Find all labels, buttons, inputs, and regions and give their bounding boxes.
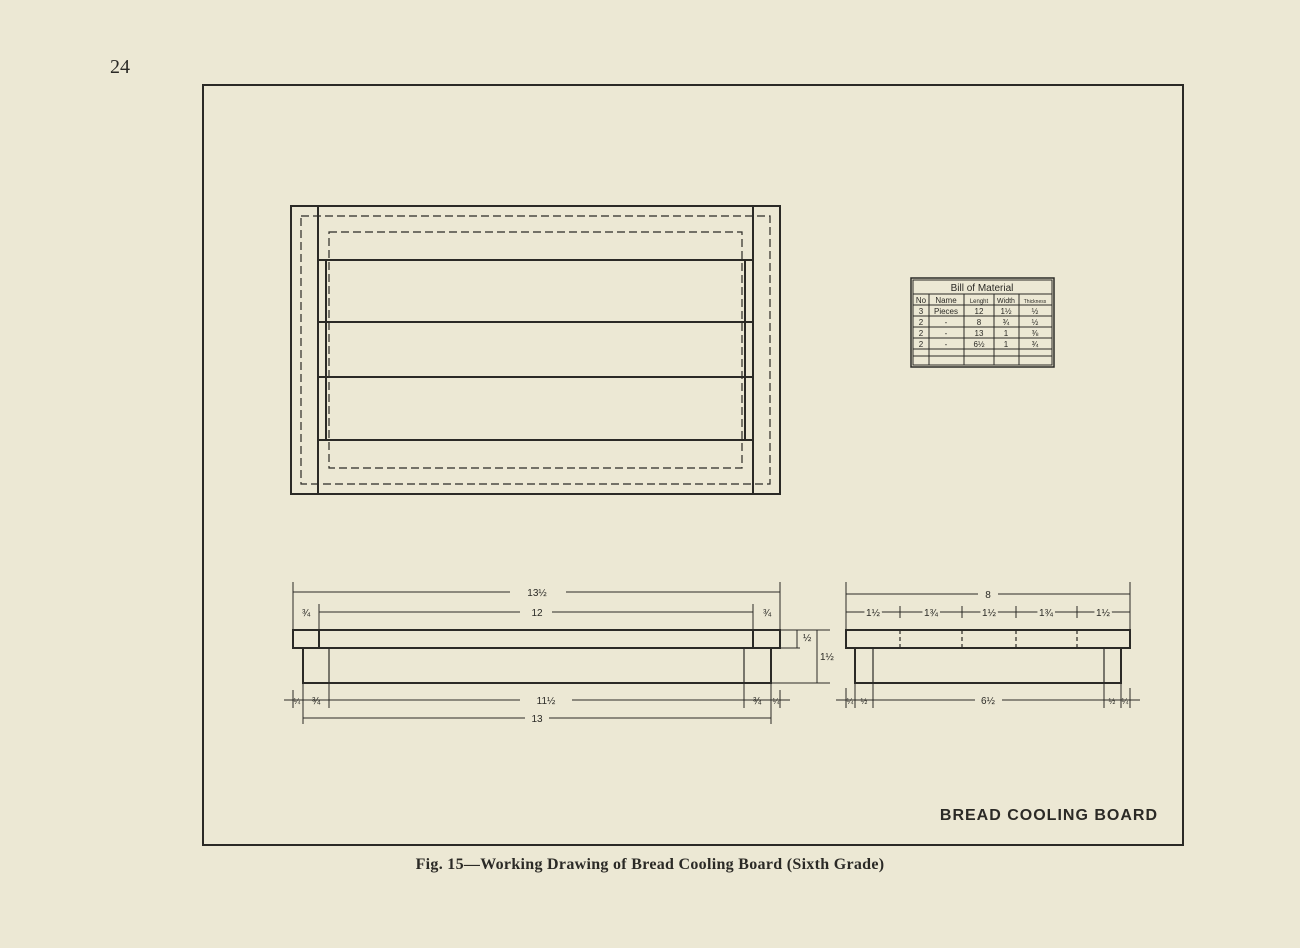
bom-title: Bill of Material xyxy=(951,283,1014,294)
bom-cell: ¾ xyxy=(1032,340,1039,349)
bom-cell: 3 xyxy=(919,307,924,316)
dim-side-seg-4: 1¾ xyxy=(1039,608,1054,619)
bom-cell: ½ xyxy=(1032,318,1039,327)
dim-side-seg-1: 1½ xyxy=(866,608,881,619)
dim-side-overall: 8 xyxy=(985,590,991,601)
bom-cell: 6½ xyxy=(973,340,984,349)
dim-front-bottom-left-quarter: ¼ xyxy=(294,697,301,706)
dim-side-seg-2: 1¾ xyxy=(924,608,939,619)
dim-side-seg-3: 1½ xyxy=(982,608,997,619)
dim-front-bottom-left: ¾ xyxy=(312,696,321,707)
bom-cell: 2 xyxy=(919,329,924,338)
bom-row: 2 - 13 1 ⅜ xyxy=(919,329,1039,338)
bom-cell: 1 xyxy=(1004,340,1009,349)
bom-header-width: Width xyxy=(997,298,1015,305)
dim-side-bottom-mid: 6½ xyxy=(981,696,996,707)
bom-row: 2 - 6½ 1 ¾ xyxy=(919,340,1039,349)
side-view xyxy=(845,629,1131,684)
bom-cell: ⅜ xyxy=(1032,329,1039,338)
plan-view xyxy=(290,205,781,495)
dim-front-bottom-right-quarter: ¼ xyxy=(773,697,780,706)
dim-front-height-total: 1½ xyxy=(820,652,835,663)
dim-front-end-left: ¾ xyxy=(302,608,311,619)
bom-cell: 13 xyxy=(975,329,984,338)
bom-header-length: Lenght xyxy=(970,299,989,305)
bom-cell: - xyxy=(945,329,948,338)
figure-caption: Fig. 15—Working Drawing of Bread Cooling… xyxy=(415,856,885,873)
dim-side-bottom-left-quarter: ¼ xyxy=(847,697,854,706)
dim-front-end-right: ¾ xyxy=(763,608,772,619)
bom-cell: 2 xyxy=(919,340,924,349)
bom-cell: - xyxy=(945,318,948,327)
bom-cell: 1½ xyxy=(1000,307,1011,316)
dim-side-bottom-right-quarter: ¼ xyxy=(1122,697,1129,706)
drawing-frame xyxy=(202,84,1184,846)
dim-side-seg-5: 1½ xyxy=(1096,608,1111,619)
bom-header-name: Name xyxy=(935,296,957,305)
bom-cell: ½ xyxy=(1032,307,1039,316)
dim-front-bottom-mid: 11½ xyxy=(537,696,556,707)
bom-cell: 12 xyxy=(975,307,984,316)
bill-of-material-table: Bill of Material No Name Lenght Width Th… xyxy=(910,277,1055,368)
dim-front-inner: 12 xyxy=(531,608,543,619)
bom-row: 2 - 8 ¾ ½ xyxy=(919,318,1039,327)
front-dimensions: 13½ 12 ¾ ¾ ½ 1½ ¼ ¾ 11½ ¾ ¼ 13 xyxy=(284,582,835,725)
bom-cell: - xyxy=(945,340,948,349)
bom-cell: Pieces xyxy=(934,307,958,316)
dim-side-bottom-right-half: ½ xyxy=(1109,697,1116,706)
dim-front-bottom-right: ¾ xyxy=(753,696,762,707)
side-dimensions: 8 1½ 1¾ 1½ 1¾ 1½ ¼ ½ 6½ ½ ¼ xyxy=(836,582,1140,708)
bom-cell: 1 xyxy=(1004,329,1009,338)
dim-side-bottom-left-half: ½ xyxy=(861,697,868,706)
drawing-title: BREAD COOLING BOARD xyxy=(940,807,1158,824)
bom-cell: 8 xyxy=(977,318,982,327)
bom-row: 3 Pieces 12 1½ ½ xyxy=(919,307,1039,316)
bom-header-no: No xyxy=(916,296,927,305)
bom-cell: 2 xyxy=(919,318,924,327)
dim-front-bottom-overall: 13 xyxy=(531,714,543,725)
bom-header-thickness: Thickness xyxy=(1024,299,1047,305)
dim-front-height-small: ½ xyxy=(803,633,812,644)
dim-front-overall: 13½ xyxy=(527,588,547,599)
bom-cell: ¾ xyxy=(1003,318,1010,327)
page-number: 24 xyxy=(110,56,130,78)
front-view xyxy=(292,629,781,684)
